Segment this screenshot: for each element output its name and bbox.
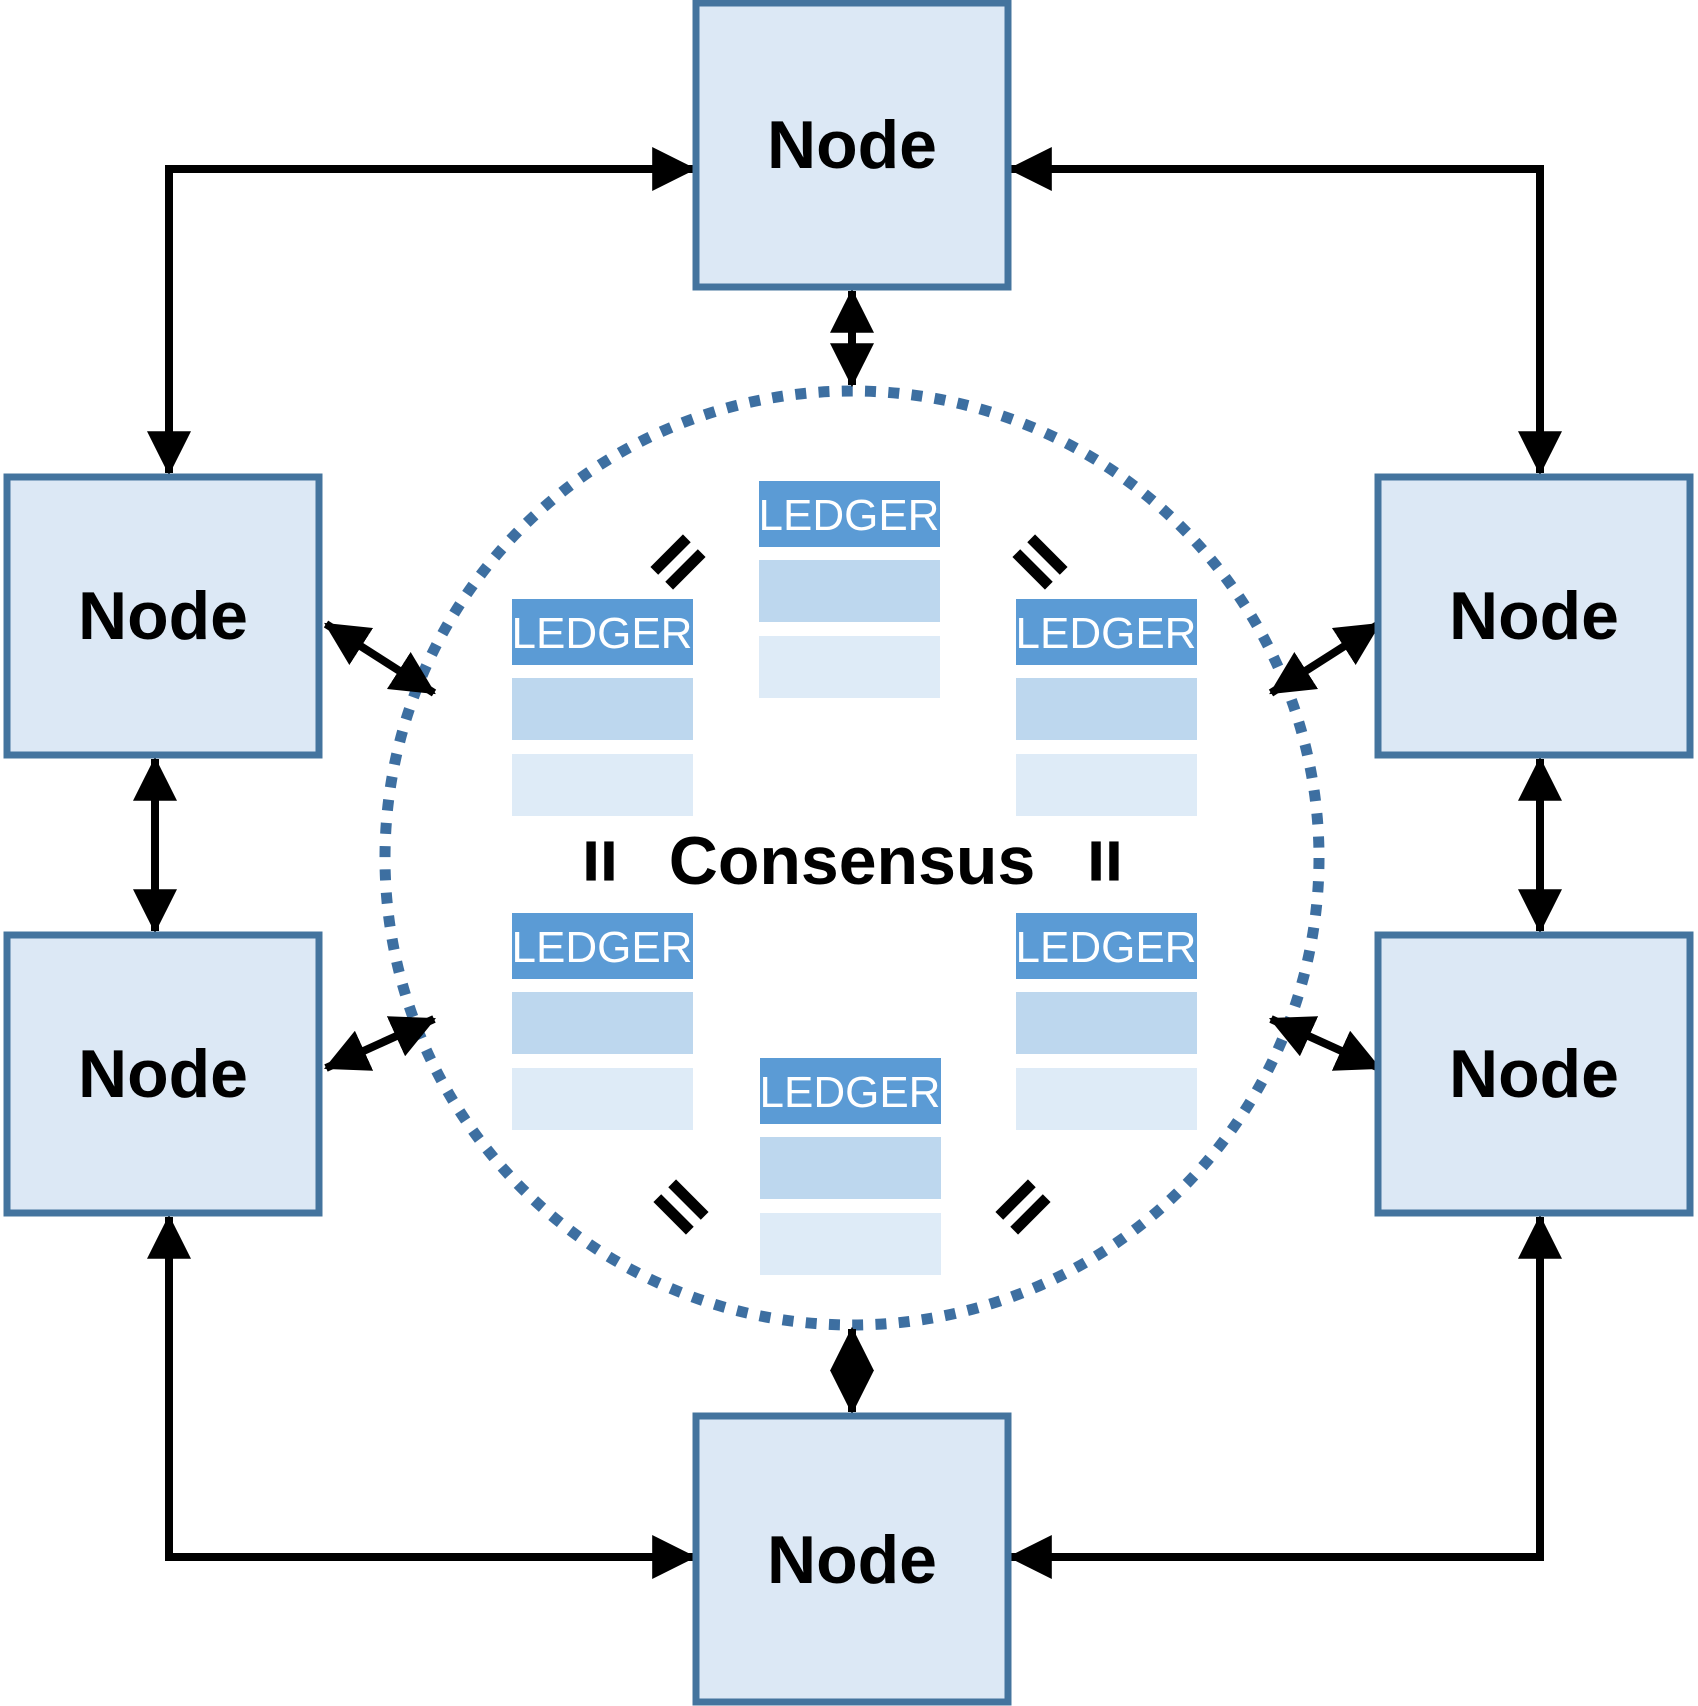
ledger-row — [512, 1068, 693, 1130]
ledger-row — [1016, 754, 1197, 816]
node-right-lower: Node — [1374, 931, 1694, 1217]
ledger-row — [759, 636, 940, 698]
ledger-header — [1016, 913, 1197, 979]
ledger-row — [1016, 1068, 1197, 1130]
arrow-elbow-topleft — [147, 147, 697, 476]
node-label: Node — [78, 1036, 248, 1112]
ledger-title: LEDGER — [512, 609, 693, 658]
node-box — [1374, 931, 1694, 1217]
node-label: Node — [1449, 578, 1619, 654]
ledger-stack-right-lower: LEDGER — [1016, 913, 1197, 1130]
node-box — [692, 0, 1012, 291]
arrow-leftupper-node-to-ring — [323, 620, 437, 697]
node-right-upper: Node — [1374, 473, 1694, 759]
ledger-row — [760, 1137, 941, 1199]
ledger-stack-left-lower: LEDGER — [512, 913, 693, 1130]
node-label: Node — [78, 578, 248, 654]
consensus-ring-dotted-circle — [379, 385, 1325, 1331]
ledger-title: LEDGER — [1016, 609, 1197, 658]
ledger-title: LEDGER — [1016, 923, 1197, 972]
node-label: Node — [767, 1522, 937, 1598]
ledger-stack-right-upper: LEDGER — [1016, 599, 1197, 816]
ledger-row — [1016, 992, 1197, 1054]
equals-icon-top-right — [1012, 534, 1068, 590]
ledger-row — [512, 678, 693, 740]
ledger-header — [512, 913, 693, 979]
arrow-elbow-bottomleft — [147, 1214, 697, 1579]
node-box — [3, 473, 323, 759]
ledger-row — [760, 1213, 941, 1275]
ledger-title: LEDGER — [512, 923, 693, 972]
equals-icon-bottom-left — [653, 1179, 709, 1235]
ledger-row — [759, 560, 940, 622]
ledger-title: LEDGER — [760, 1068, 941, 1117]
ledger-header — [1016, 599, 1197, 665]
node-box — [692, 1412, 1012, 1706]
arrow-rightupper-node-to-ring — [1268, 620, 1382, 697]
node-bottom: Node — [692, 1412, 1012, 1706]
ledger-row — [512, 754, 693, 816]
arrow-rightlower-node-to-ring — [1268, 1015, 1382, 1072]
ledger-stack-left-upper: LEDGER — [512, 599, 693, 816]
arrow-leftlower-node-to-ring — [323, 1015, 437, 1072]
ledger-row — [512, 992, 693, 1054]
node-box — [3, 931, 323, 1217]
ledger-stack-top-center: LEDGER — [759, 481, 940, 698]
arrow-elbow-topright — [1007, 147, 1562, 476]
node-left-lower: Node — [3, 931, 323, 1217]
ledger-header — [759, 481, 940, 547]
equals-icon-mid-right — [1091, 841, 1119, 881]
node-left-upper: Node — [3, 473, 323, 759]
equals-icon-bottom-right — [995, 1179, 1051, 1235]
consensus-label: Consensus — [669, 823, 1036, 899]
equals-icon-top-left — [650, 534, 706, 590]
ledger-row — [1016, 678, 1197, 740]
node-box — [1374, 473, 1694, 759]
node-label: Node — [767, 107, 937, 183]
ledger-header — [760, 1058, 941, 1124]
equals-icon-mid-left — [586, 841, 614, 881]
ledger-title: LEDGER — [759, 491, 940, 540]
ledger-header — [512, 599, 693, 665]
node-top: Node — [692, 0, 1012, 291]
arrow-elbow-bottomright — [1007, 1214, 1562, 1579]
ledger-stack-bottom-center: LEDGER — [760, 1058, 941, 1275]
node-label: Node — [1449, 1036, 1619, 1112]
